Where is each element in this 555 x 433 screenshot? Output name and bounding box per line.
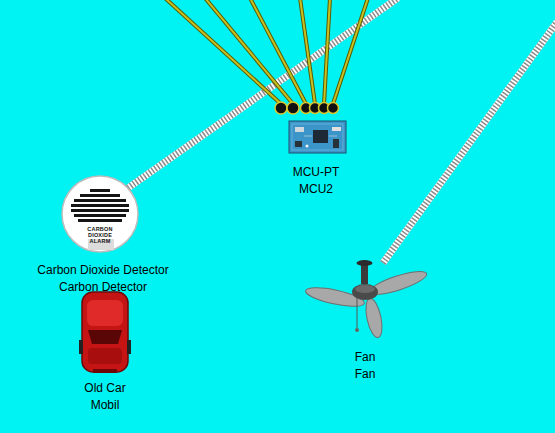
car-device: Old CarMobil — [81, 290, 128, 414]
striped-link — [383, 22, 555, 263]
port — [275, 102, 339, 114]
mcu-board — [289, 121, 346, 153]
detector-icon — [62, 176, 138, 252]
car-icon — [79, 292, 131, 373]
device-name: MCU2 — [290, 181, 343, 198]
icon-label: CARBON DIOXIDE ALARM — [77, 226, 123, 244]
device-type: Old Car — [81, 380, 128, 397]
device-name: Fan — [352, 366, 379, 383]
wire — [165, 0, 368, 104]
device-type: MCU-PT — [290, 164, 343, 181]
mcu-device: MCU-PTMCU2 — [290, 100, 343, 198]
striped-link — [128, 0, 398, 188]
fan-icon — [304, 260, 428, 339]
device-type: Carbon Dioxide Detector — [34, 262, 171, 279]
device-name: Mobil — [81, 397, 128, 414]
device-type: Fan — [352, 349, 379, 366]
fan-device: FanFan — [352, 258, 379, 383]
device-name: Carbon Detector — [34, 279, 171, 296]
